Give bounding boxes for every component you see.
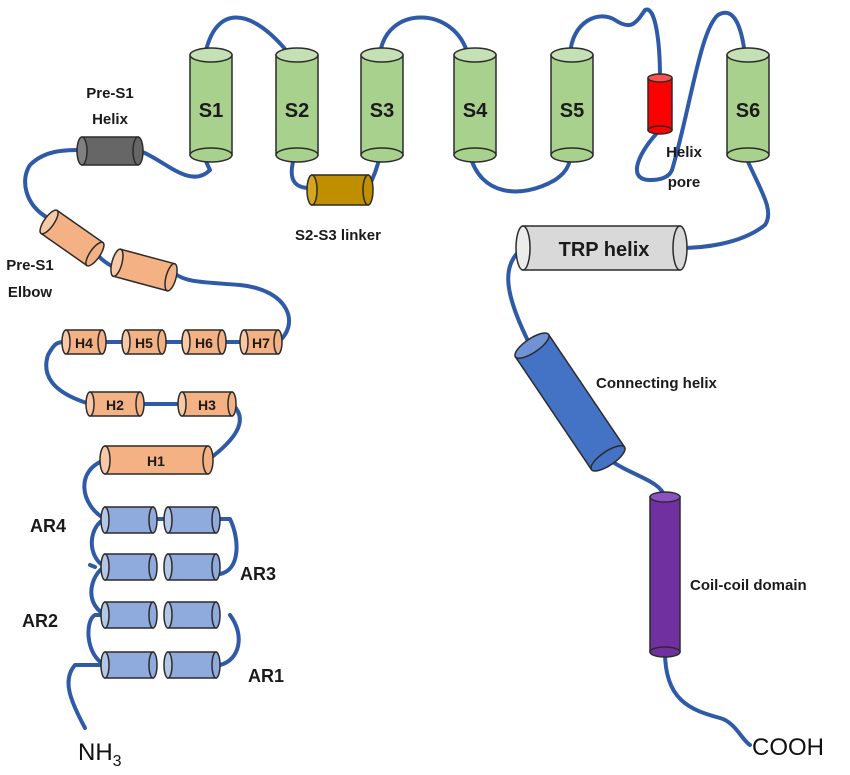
coil-coil-domain	[649, 491, 681, 658]
helix-h2: H2	[85, 391, 145, 417]
s2-label: S2	[285, 100, 309, 122]
helix-h7: H7	[239, 329, 283, 355]
n-terminus-subscript: 3	[113, 753, 122, 770]
pre-s1-elbow-helix-2	[110, 248, 178, 292]
s2-s3-linker-helix	[306, 174, 374, 206]
h2-label: H2	[106, 397, 124, 413]
trp-helix-label: TRP helix	[559, 239, 650, 261]
helix-s4: S4	[453, 47, 497, 163]
pre-s1-helix-label-line1: Pre-S1	[86, 85, 134, 102]
pre-s1-elbow-helix-1	[39, 209, 105, 267]
ar4-label: AR4	[30, 516, 66, 536]
s3-label: S3	[370, 100, 394, 122]
connecting-helix	[514, 332, 626, 472]
helix-s1: S1	[189, 47, 233, 163]
trp-helix: TRP helix	[515, 225, 688, 271]
s4-label: S4	[463, 100, 488, 122]
pre-s1-elbow-label-line1: Pre-S1	[6, 257, 54, 274]
s2-s3-linker-label: S2-S3 linker	[295, 227, 381, 244]
helix-pore-label-line2: pore	[668, 174, 701, 191]
helix-h6: H6	[181, 329, 227, 355]
ar1-label: AR1	[248, 666, 284, 686]
helix-pore-label-line1: Helix	[666, 144, 703, 161]
pre-s1-helix-label-line2: Helix	[92, 111, 129, 128]
helix-h5: H5	[121, 329, 167, 355]
ankyrin-repeat-ar4	[100, 506, 221, 534]
c-terminus-label: COOH	[752, 734, 824, 761]
pre-s1-elbow-label-line2: Elbow	[8, 284, 52, 301]
helix-s3: S3	[360, 47, 404, 163]
coil-coil-label: Coil-coil domain	[690, 577, 807, 594]
helix-s6: S6	[726, 47, 770, 163]
ankyrin-repeat-ar3	[100, 553, 221, 581]
h5-label: H5	[135, 335, 153, 351]
helix-h3: H3	[177, 391, 237, 417]
pore-helix	[647, 73, 673, 135]
helix-h4: H4	[61, 329, 107, 355]
ankyrin-repeat-ar1	[100, 651, 221, 679]
helix-h1: H1	[99, 445, 214, 475]
pre-s1-helix	[76, 136, 144, 166]
helix-s2: S2	[275, 47, 319, 163]
h7-label: H7	[252, 335, 270, 351]
n-terminus-label: NH3	[78, 739, 122, 770]
n-terminus-main: NH	[78, 739, 113, 766]
h3-label: H3	[198, 397, 216, 413]
s1-label: S1	[199, 100, 223, 122]
helix-s5: S5	[550, 47, 594, 163]
ar3-label: AR3	[240, 564, 276, 584]
s5-label: S5	[560, 100, 584, 122]
s6-label: S6	[736, 100, 760, 122]
polypeptide-chain	[23, 7, 771, 747]
h6-label: H6	[195, 335, 213, 351]
h1-label: H1	[147, 453, 165, 469]
connecting-helix-label: Connecting helix	[596, 375, 718, 392]
ankyrin-repeat-ar2	[100, 601, 221, 629]
h4-label: H4	[75, 335, 93, 351]
ar2-label: AR2	[22, 611, 58, 631]
